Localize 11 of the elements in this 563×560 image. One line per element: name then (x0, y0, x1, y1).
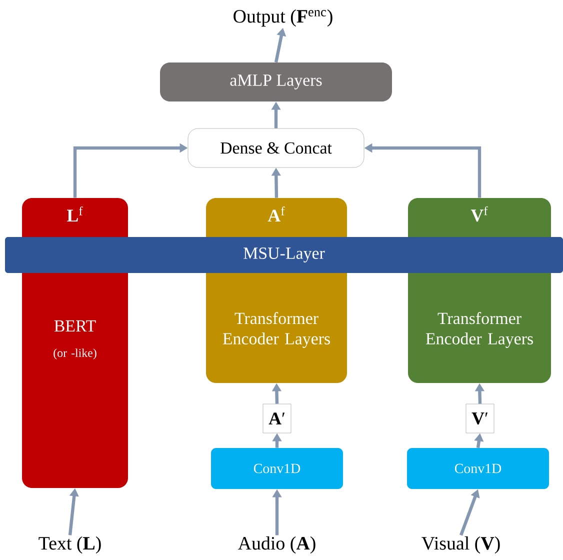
layer-box: aMLP Layers (160, 62, 392, 102)
input-label: Visual (V) (422, 536, 500, 554)
feature-box: A′ (262, 404, 292, 434)
layer-box: Dense & Concat (188, 128, 364, 168)
feature-box: V′ (466, 404, 494, 434)
layer-band: MSU-Layer (5, 237, 563, 273)
conv-box: Conv1D (211, 448, 343, 489)
conv-box: Conv1D (407, 448, 549, 489)
output-label: Output (F$^{enc}$) (234, 9, 332, 27)
input-label: Text (L) (38, 536, 101, 554)
input-label: Audio (A) (238, 536, 316, 554)
